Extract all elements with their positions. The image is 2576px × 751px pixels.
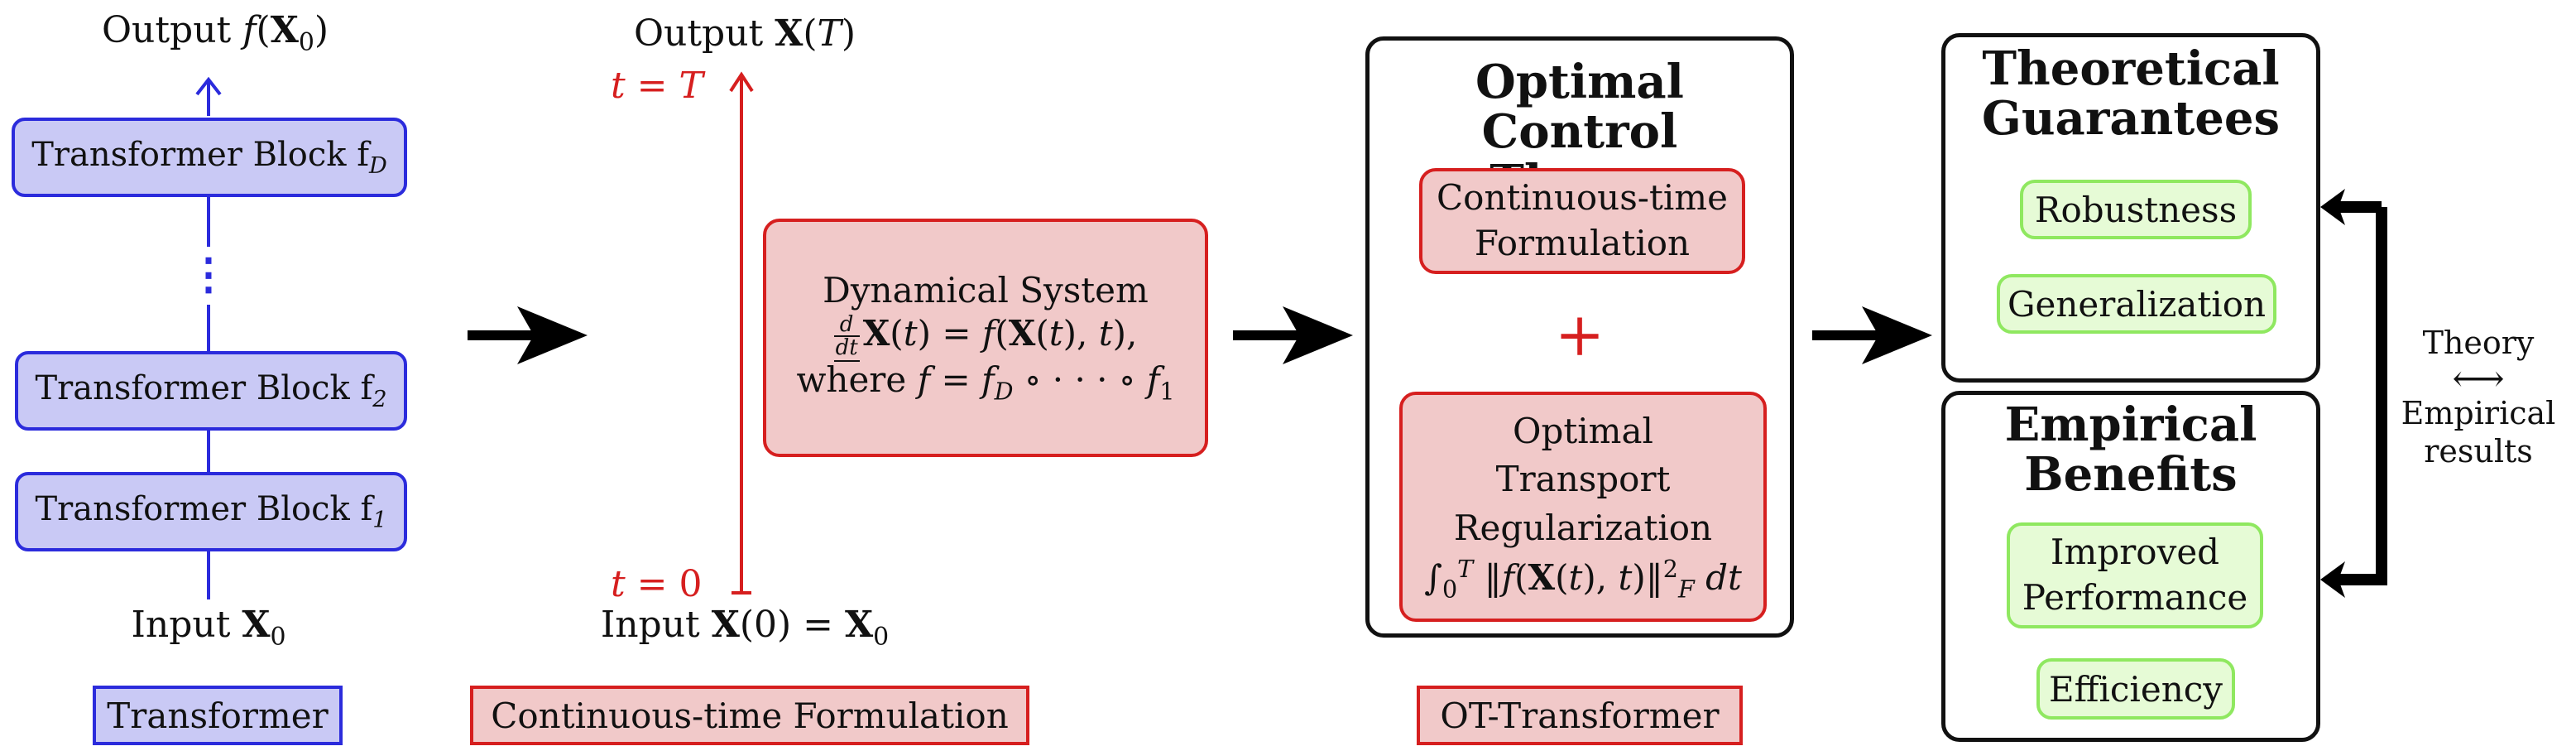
empirical-benefits-panel: Empirical Benefits Improved Performance …: [1941, 391, 2320, 742]
flow-arrow-icon: [1233, 306, 1353, 364]
theory-empirical-note: Theory ⟷ Empirical results: [2401, 325, 2556, 469]
transformer-block-d: Transformer Block fD: [12, 118, 407, 197]
transformer-output-label: Output f(X0): [101, 9, 329, 57]
improved-performance-badge: Improved Performance: [2007, 522, 2263, 628]
robustness-badge: Robustness: [2020, 180, 2252, 239]
transformer-caption: Transformer: [93, 686, 343, 745]
ot-transformer-caption: OT-Transformer: [1417, 686, 1743, 745]
continuous-output-label: Output X(T): [633, 12, 856, 55]
benefits-title: Empirical Benefits: [2004, 397, 2257, 503]
transformer-block-1: Transformer Block f1: [15, 472, 407, 551]
continuous-input-label: Input X(0) = X0: [600, 604, 890, 652]
transformer-block-2: Transformer Block f2: [15, 351, 407, 431]
stack-connector: [207, 551, 210, 599]
ot-regularization-box: Optimal Transport Regularization ∫0T ‖f(…: [1399, 392, 1767, 622]
output-arrow-icon: [195, 76, 222, 116]
feedback-arrow-icon: [2320, 189, 2387, 598]
continuous-caption: Continuous-time Formulation: [470, 686, 1029, 745]
time-top-label: t = T: [611, 65, 703, 107]
efficiency-badge: Efficiency: [2036, 658, 2235, 720]
generalization-badge: Generalization: [1997, 274, 2276, 334]
stack-connector: [207, 431, 210, 472]
composition-equation: where f = fD ∘ · · · ∘ f1: [796, 359, 1175, 406]
plus-icon: +: [1554, 300, 1605, 369]
theoretical-guarantees-panel: Theoretical Guarantees Robustness Genera…: [1941, 33, 2320, 383]
time-bottom-label: t = 0: [611, 563, 703, 605]
stack-connector: [207, 305, 210, 351]
stack-ellipsis-icon: ⋮: [187, 248, 230, 300]
ot-formula: ∫0T ‖f(X(t), t)‖2F dt: [1424, 555, 1742, 604]
dynamical-system-title: Dynamical System: [823, 269, 1149, 311]
time-axis-icon: [729, 71, 754, 595]
flow-arrow-icon: [1812, 306, 1932, 364]
transformer-input-label: Input X0: [131, 604, 286, 652]
continuous-time-box: Continuous-time Formulation: [1419, 168, 1745, 274]
double-arrow-icon: ⟷: [2452, 357, 2505, 400]
guarantees-title: Theoretical Guarantees: [1982, 41, 2280, 147]
stack-connector: [207, 197, 210, 247]
flow-arrow-icon: [468, 306, 588, 364]
optimal-control-panel: Optimal Control Theory Continuous-time F…: [1365, 36, 1794, 638]
